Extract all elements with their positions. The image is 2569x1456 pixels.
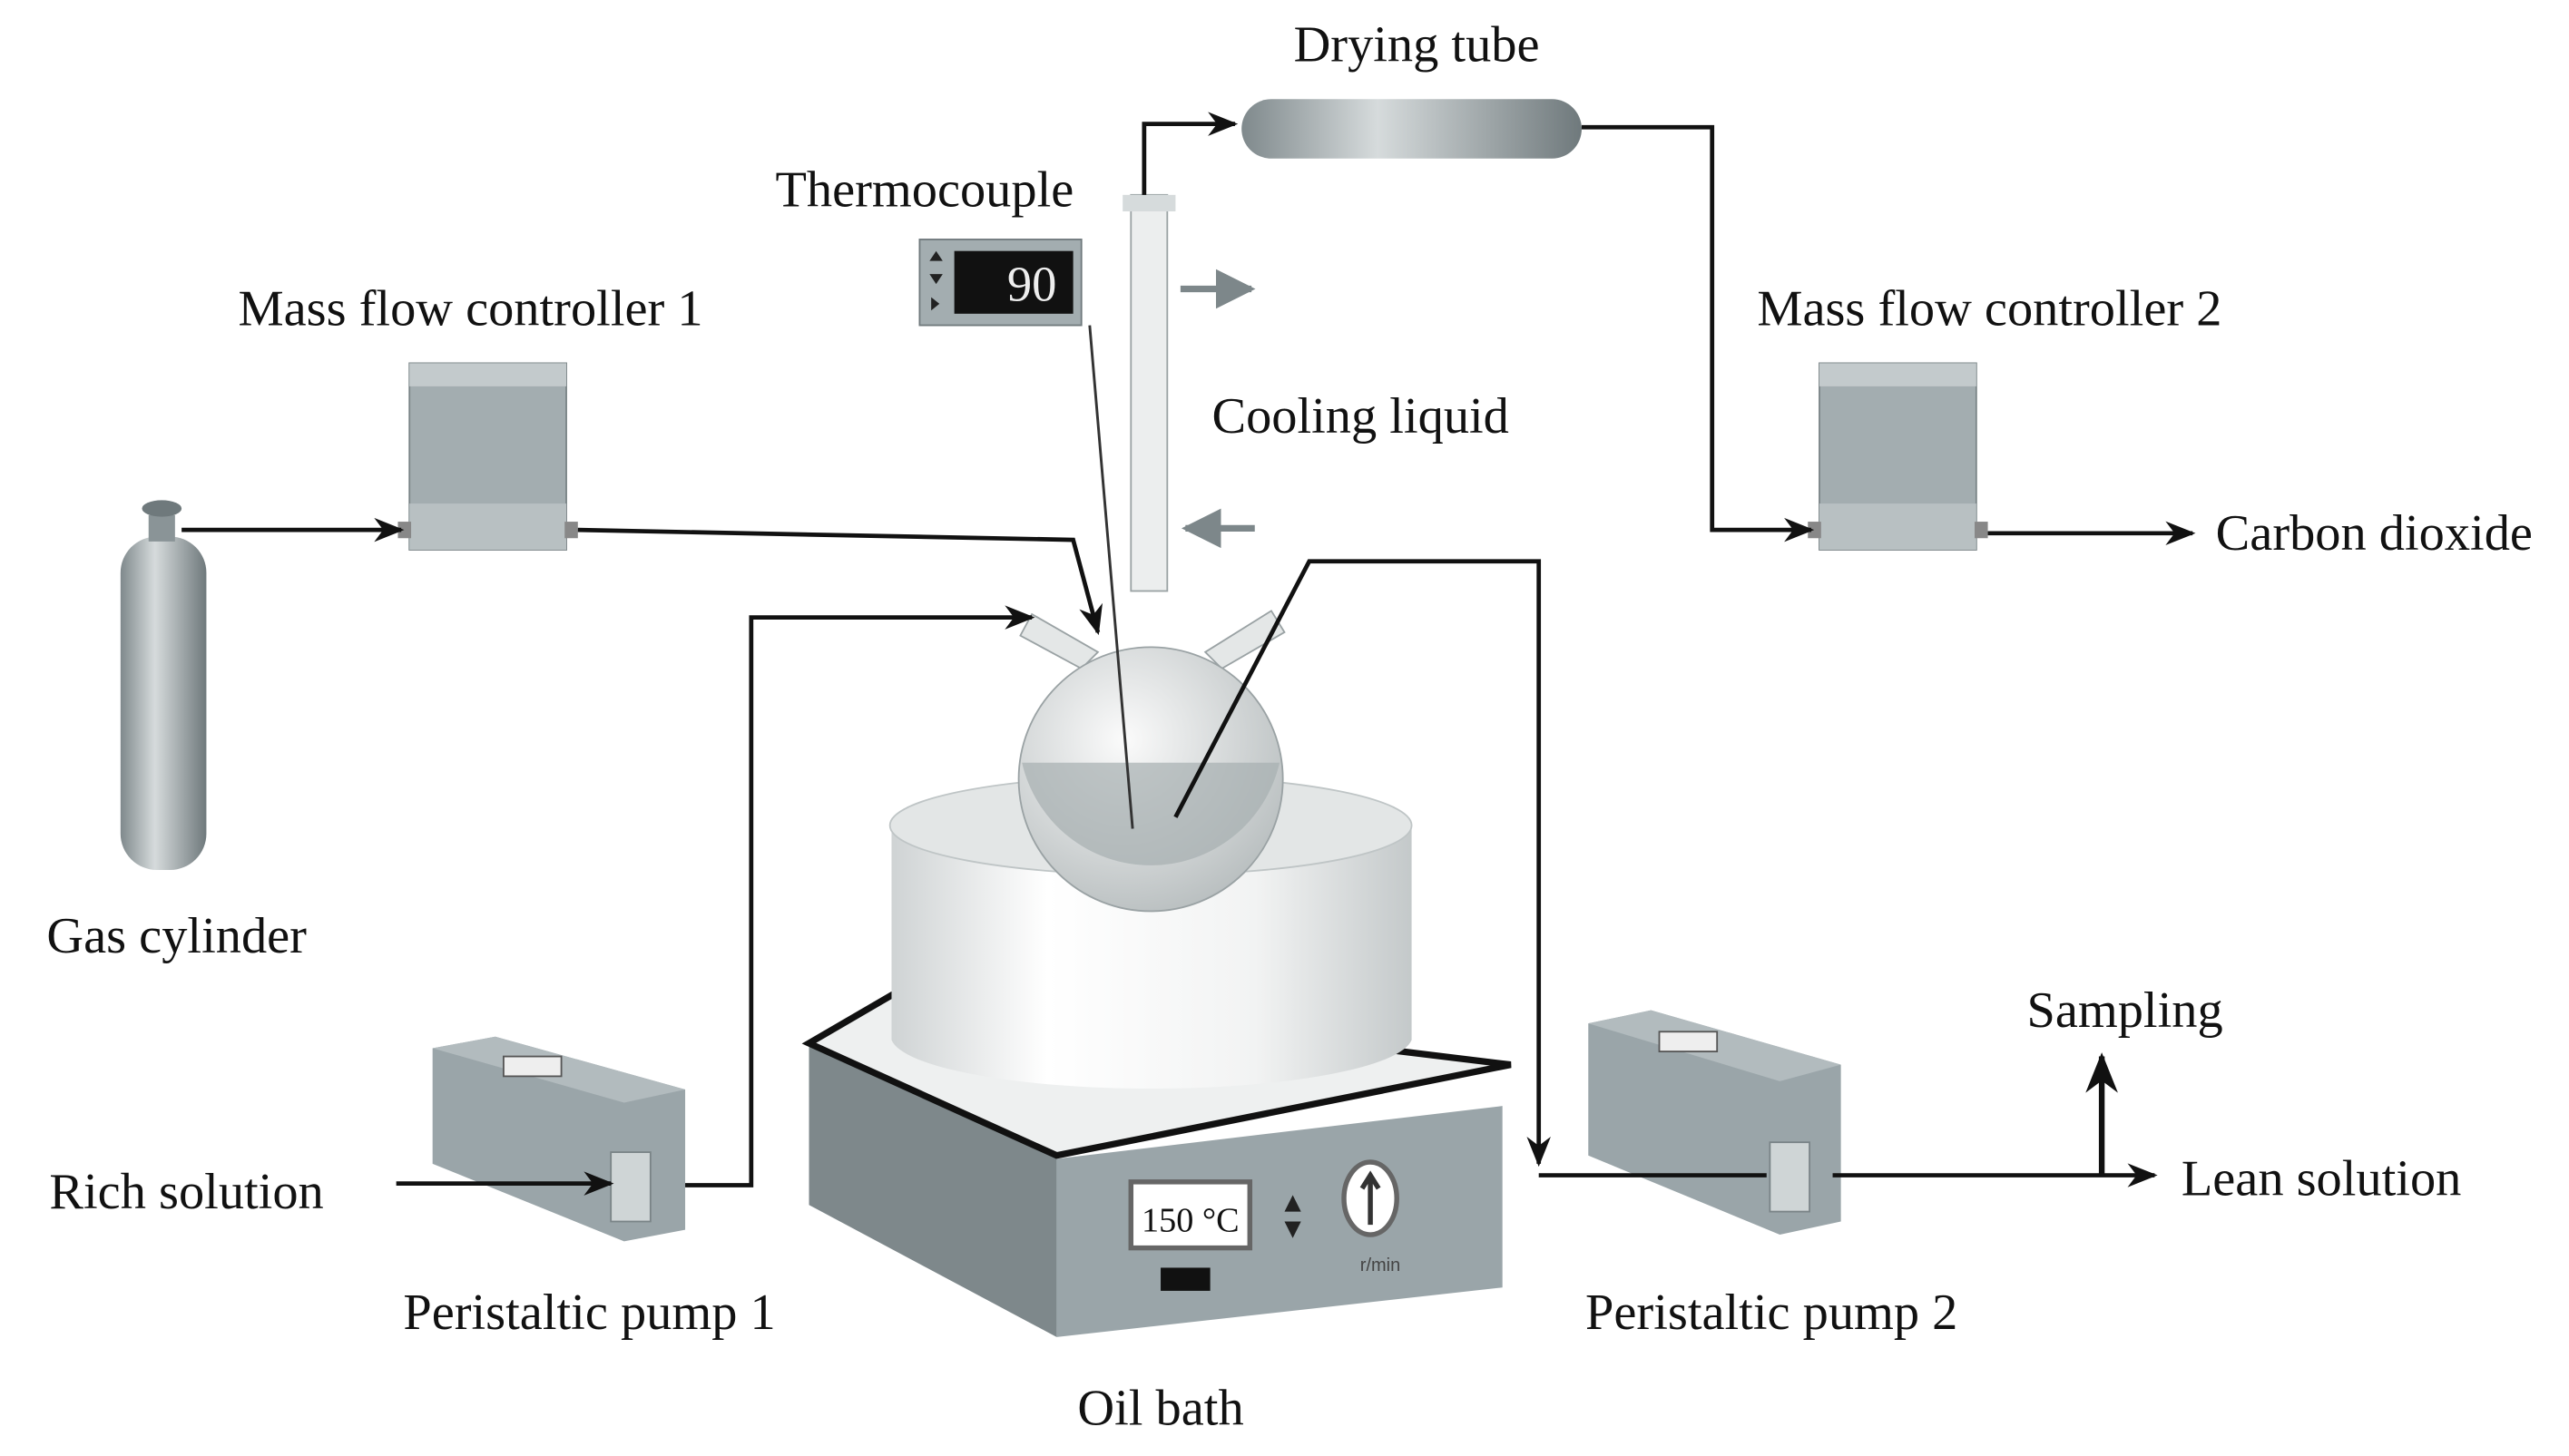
label-lean-solution: Lean solution <box>2182 1150 2462 1207</box>
drying-tube <box>1241 99 1582 159</box>
up-down-icon[interactable] <box>1284 1195 1301 1238</box>
peristaltic-pump-2 <box>1588 1010 1841 1236</box>
label-mfc1: Mass flow controller 1 <box>238 281 702 337</box>
peristaltic-pump-1 <box>432 1036 686 1242</box>
label-sampling: Sampling <box>2026 982 2222 1039</box>
label-cooling-liquid: Cooling liquid <box>1211 388 1508 445</box>
mass-flow-controller-2 <box>1808 362 1988 551</box>
label-thermocouple: Thermocouple <box>775 162 1074 219</box>
label-pump2: Peristaltic pump 2 <box>1585 1285 1957 1341</box>
label-pump1: Peristaltic pump 1 <box>403 1285 775 1341</box>
label-drying-tube: Drying tube <box>1294 16 1540 73</box>
label-oil-bath: Oil bath <box>1077 1380 1243 1436</box>
label-rich-solution: Rich solution <box>49 1164 323 1220</box>
label-carbon-dioxide: Carbon dioxide <box>2216 505 2533 562</box>
thermocouple-reading: 90 <box>1007 256 1057 311</box>
arrow-buttons-icon <box>929 250 943 311</box>
speed-unit-label: r/min <box>1360 1256 1400 1275</box>
mass-flow-controller-1 <box>397 362 578 551</box>
three-neck-flask <box>1017 193 1286 913</box>
label-mfc2: Mass flow controller 2 <box>1757 281 2221 337</box>
temperature-display: 150 °C <box>1142 1201 1240 1239</box>
gas-cylinder <box>120 500 207 870</box>
thermocouple-display: 90 <box>918 239 1083 327</box>
label-gas-cylinder: Gas cylinder <box>46 908 307 964</box>
piping-lines <box>181 112 2196 1196</box>
